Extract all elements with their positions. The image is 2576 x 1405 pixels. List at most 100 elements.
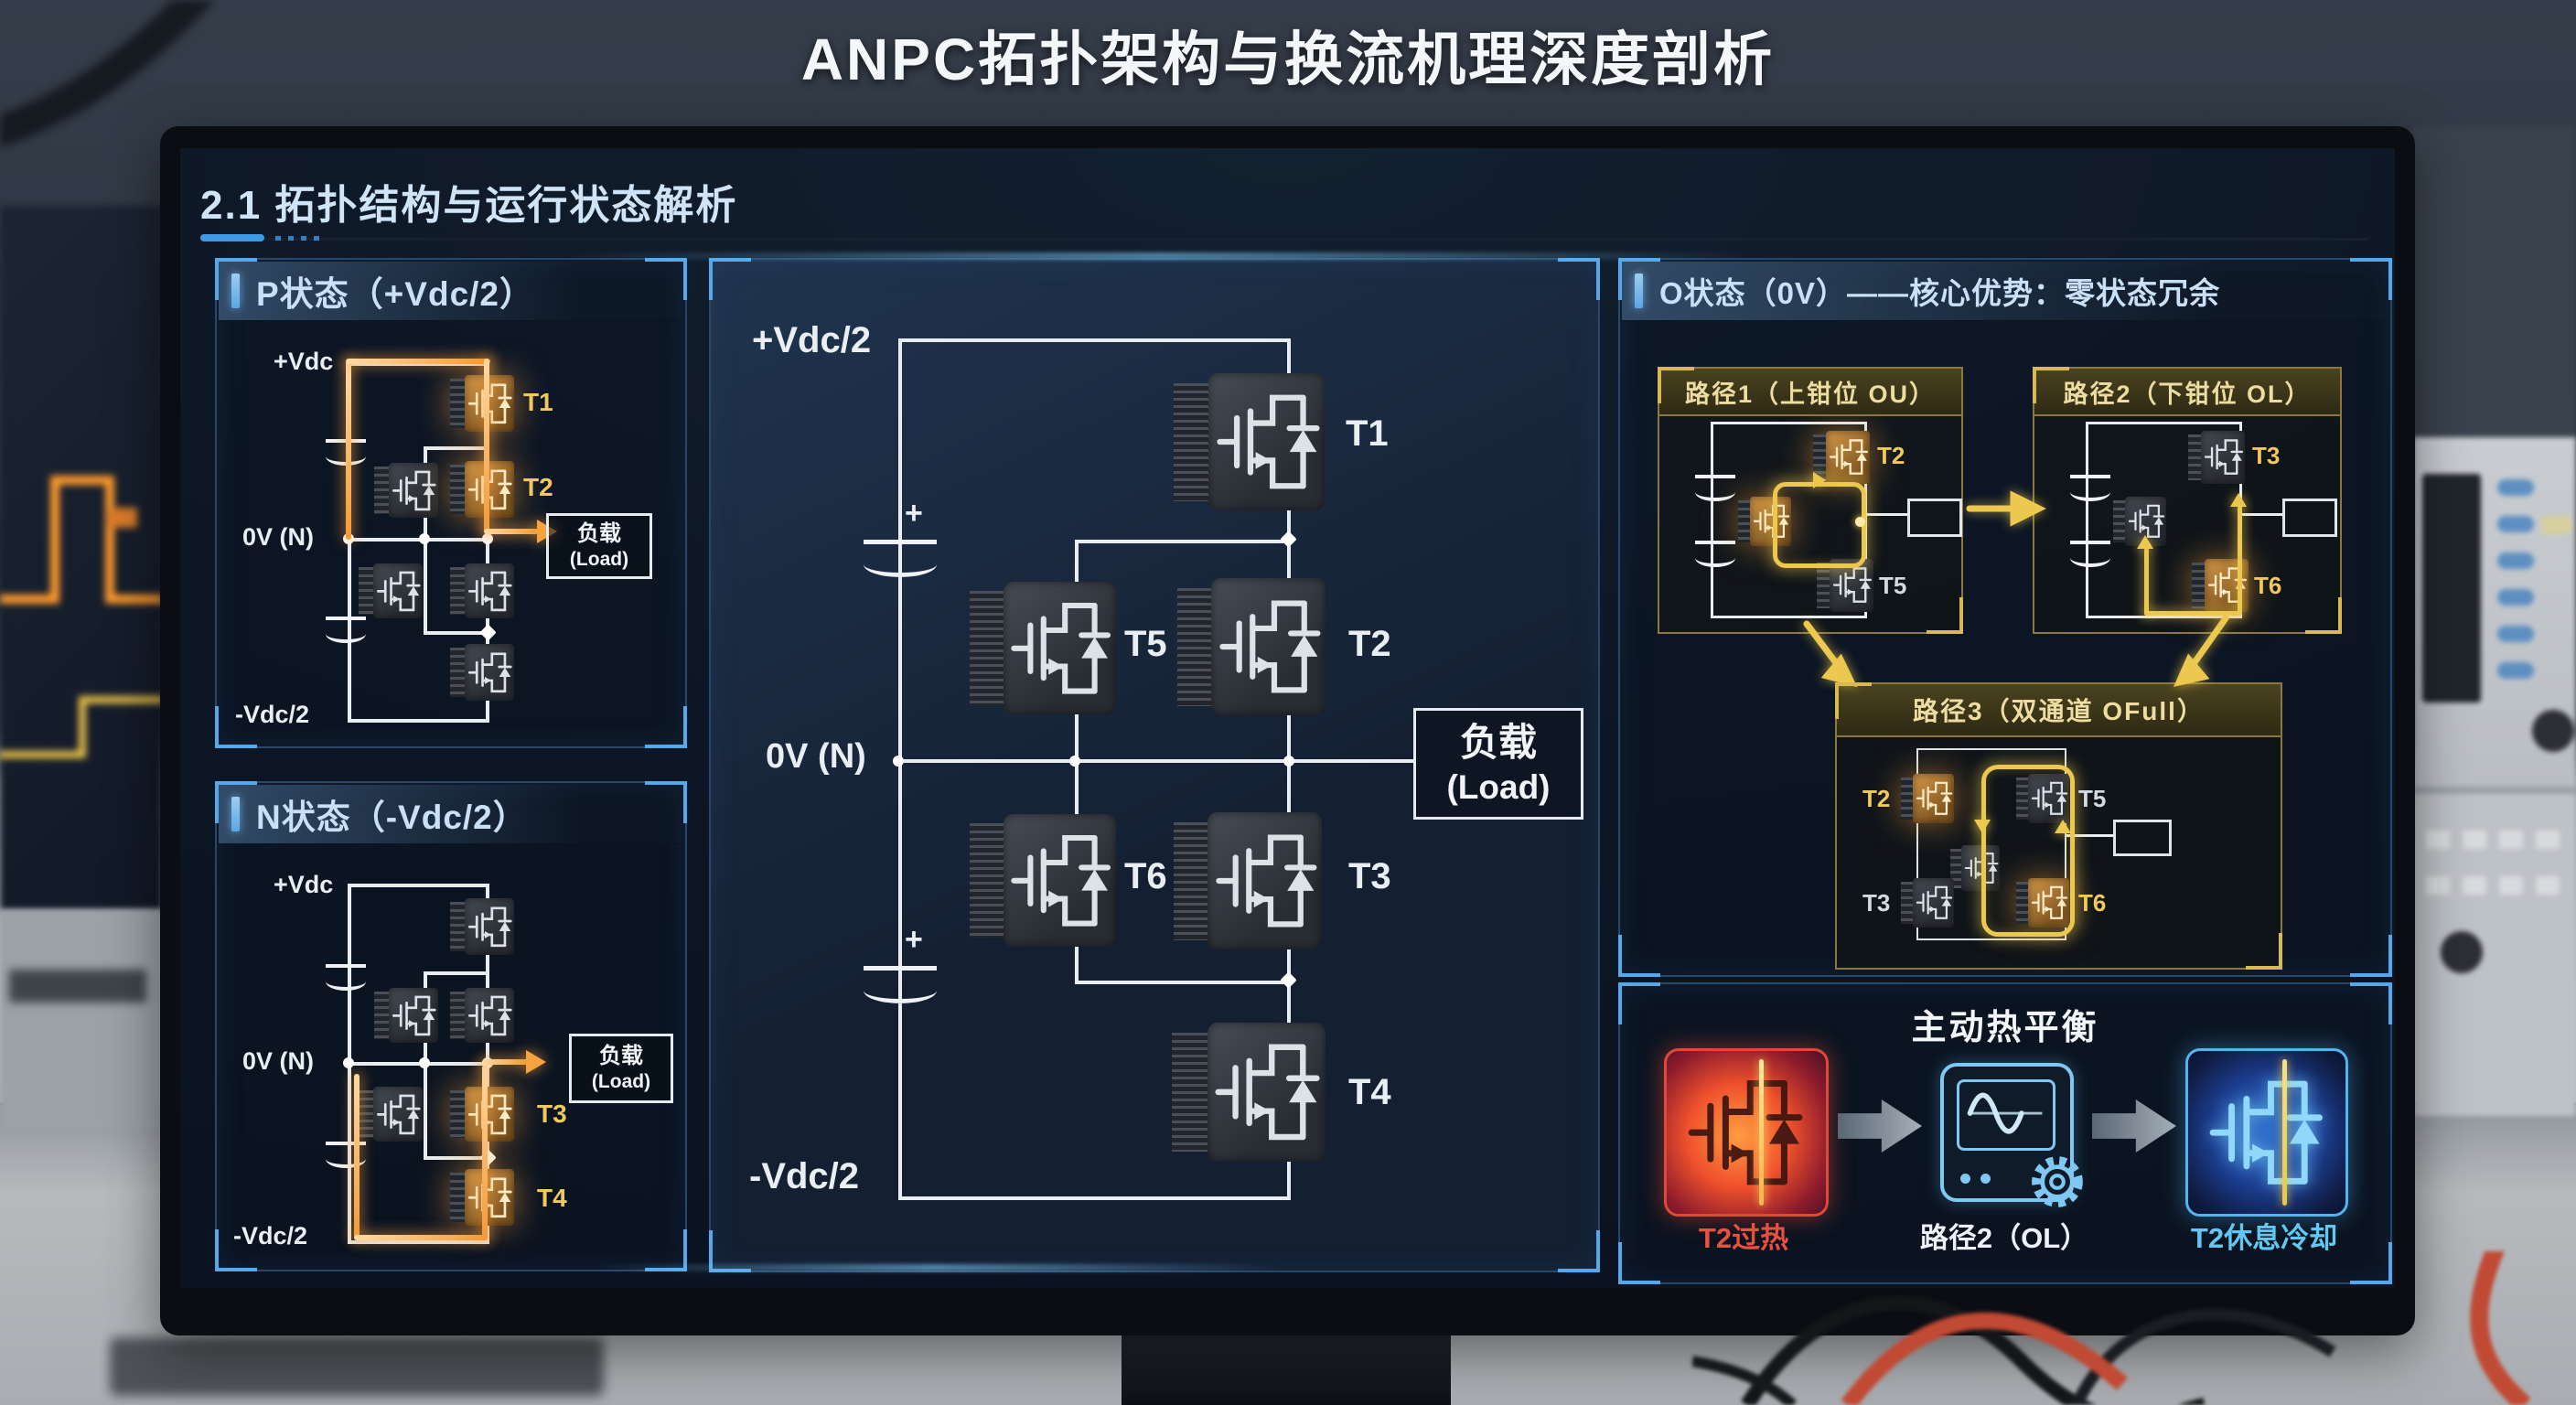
o-state-panel: O状态（0V）——核心优势：零状态冗余 路径1（上钳位 OU） T2 T5	[1618, 258, 2392, 977]
load-label-en: (Load)	[591, 1070, 651, 1092]
wire	[1711, 616, 1867, 618]
n-state-panel: N状态（-Vdc/2）	[215, 781, 687, 1271]
instrument-screen	[2422, 474, 2481, 702]
current-path	[354, 1235, 488, 1240]
load-box: 负载 (Load)	[569, 1034, 673, 1103]
load-label-cn: 负载	[599, 1043, 643, 1068]
wire	[424, 446, 488, 450]
n-state-circuit: +Vdc 0V (N) -Vdc/2 T3 T4 负载 (Load)	[217, 783, 685, 1270]
load-rect	[2282, 499, 2337, 537]
junction-node	[1283, 756, 1294, 767]
transistor-module-t3	[1901, 878, 1954, 928]
igbt-symbol	[467, 648, 513, 698]
hot-glow-line	[1758, 1058, 1764, 1207]
rail-label: -Vdc/2	[749, 1156, 860, 1196]
wire	[898, 338, 1291, 342]
flow-arrow	[2230, 493, 2247, 507]
rail-label: -Vdc/2	[233, 1222, 308, 1249]
igbt-symbol	[467, 1090, 513, 1139]
instrument-button	[2541, 516, 2572, 534]
o-state-title: O状态（0V）——核心优势：零状态冗余	[1659, 276, 2221, 310]
current-path	[346, 359, 490, 364]
monitor: 2.1 拓扑结构与运行状态解析 P状态（+Vdc/2）	[160, 126, 2415, 1335]
rail-label: +Vdc	[274, 871, 334, 898]
transistor-module-t1	[450, 898, 514, 955]
transistor-module-t1	[1174, 373, 1326, 510]
wire-rect	[1916, 748, 2066, 940]
path3-circuit: T2 T5 T3 T6	[1837, 684, 2281, 968]
capacitor	[864, 540, 937, 577]
instrument-knob	[2441, 931, 2483, 973]
junction-node	[1855, 517, 1865, 527]
wire	[898, 1196, 1291, 1200]
current-path	[354, 1074, 360, 1239]
transistor-label-t1: T1	[523, 388, 553, 416]
p-state-panel: P状态（+Vdc/2）	[215, 258, 687, 748]
transistor-module-t1	[450, 375, 514, 432]
thermal-title: 主动热平衡	[1911, 1009, 2099, 1047]
wire	[2086, 616, 2242, 618]
transistor-label: T6	[2254, 572, 2282, 599]
transistor-label: T5	[2078, 785, 2107, 812]
transistor-module-t2	[1177, 578, 1326, 715]
instrument-button	[2497, 552, 2534, 569]
current-path	[2144, 548, 2149, 616]
page-title: ANPC拓扑架构与换流机理深度剖析	[800, 27, 1776, 92]
load-box: 负载 (Load)	[1413, 708, 1583, 820]
instrument-knob	[2532, 710, 2574, 752]
capacitor	[326, 1142, 366, 1168]
lab-instrument-background	[2413, 794, 2576, 1116]
capacitor	[864, 966, 937, 1003]
instrument-buttons-row	[2426, 831, 2563, 849]
path1-title: 路径1（上钳位 OU）	[1684, 380, 1937, 408]
junction-node	[1280, 531, 1297, 548]
wire	[424, 971, 488, 975]
transistor-label-t3: T3	[537, 1099, 567, 1128]
transistor-label: T2	[1862, 785, 1891, 812]
capacitor	[326, 964, 366, 991]
wire	[348, 1240, 489, 1244]
current-path	[346, 360, 351, 540]
rail-label: +Vdc	[274, 348, 334, 375]
load-label-cn: 负载	[1459, 720, 1537, 764]
capacitor	[2070, 541, 2110, 567]
cables	[1692, 1251, 2531, 1405]
transistor-label: T3	[1862, 889, 1891, 917]
transistor-label-t4: T4	[1348, 1072, 1391, 1112]
igbt-symbol	[467, 1173, 513, 1223]
transistor-module-t3	[450, 563, 514, 618]
transistor-module-clamp	[1738, 497, 1791, 546]
wire	[348, 884, 489, 887]
transistor-label-t6: T6	[1124, 856, 1167, 896]
instrument-buttons-row	[2426, 876, 2563, 895]
igbt-symbol	[467, 567, 513, 616]
transistor-module-t5	[2016, 774, 2069, 823]
transistor-module-t5	[970, 582, 1117, 714]
transistor-module-t4	[450, 1169, 514, 1226]
equipment-slot	[9, 970, 146, 1003]
path2-header: 路径2（下钳位 OL）	[2034, 369, 2340, 416]
transistor-label-t2: T2	[523, 473, 553, 501]
main-topology-circuit: + + +Vdc/2 0V (N) -Vdc/2 T1 T5 T2 T6 T3 …	[711, 260, 1598, 1271]
section-divider	[200, 238, 2368, 241]
transistor-label-t3: T3	[1348, 856, 1391, 896]
current-path	[482, 1059, 528, 1065]
wire	[1075, 540, 1291, 543]
header-accent-bar	[231, 797, 240, 831]
rail-label: 0V (N)	[242, 1047, 315, 1075]
right-background-shadow	[2413, 126, 2576, 442]
current-path	[2238, 506, 2242, 616]
transistor-module-t2	[1813, 431, 1870, 484]
rail-label: +Vdc/2	[752, 320, 872, 360]
igbt-symbol	[2207, 1067, 2327, 1197]
capacitor-plus: +	[905, 496, 923, 531]
rail-label: 0V (N)	[766, 737, 866, 776]
transistor-label-t4: T4	[537, 1184, 567, 1212]
transistor-label-t5: T5	[1124, 624, 1167, 664]
transistor-module-t6	[359, 563, 423, 618]
transistor-module-t3	[2188, 431, 2245, 484]
igbt-symbol	[376, 1090, 422, 1139]
igbt-symbol	[1009, 822, 1114, 939]
lab-instrument-background	[2413, 437, 2576, 787]
step-arrow-icon	[1838, 1099, 1922, 1153]
